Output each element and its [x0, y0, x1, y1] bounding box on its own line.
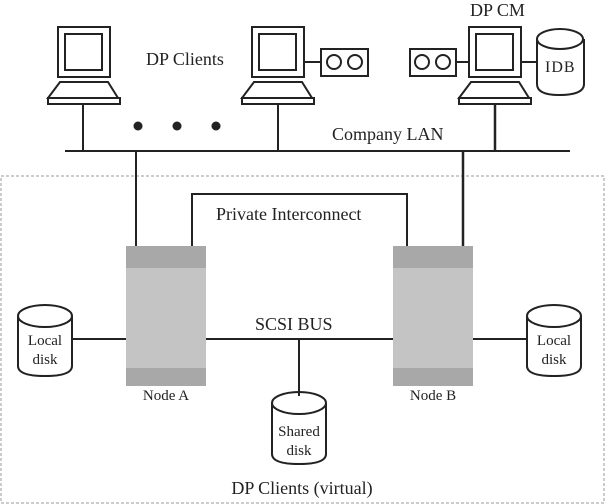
- node-a-label: Node A: [143, 388, 189, 404]
- local-disk-a-line1: Local: [28, 333, 62, 349]
- node-a: Node A: [126, 246, 206, 404]
- local-disk-b-line1: Local: [537, 333, 571, 349]
- computer-icon: [242, 27, 314, 104]
- ellipsis-dots-icon: [134, 122, 221, 131]
- dp-cm-label: DP CM: [470, 0, 525, 20]
- local-disk-b-line2: disk: [541, 352, 567, 368]
- server-node-icon: [126, 246, 206, 386]
- server-node-icon: [393, 246, 473, 386]
- dp-clients-label: DP Clients: [146, 49, 224, 69]
- tape-drive-icon: [321, 49, 368, 76]
- local-disk-a-line2: disk: [32, 352, 58, 368]
- shared-disk-line1: Shared: [278, 424, 320, 440]
- scsi-bus-label: SCSI BUS: [255, 314, 333, 334]
- computer-icon: [459, 27, 531, 104]
- private-interconnect-label: Private Interconnect: [216, 204, 361, 224]
- node-b-label: Node B: [410, 388, 456, 404]
- computer-icon: [48, 27, 120, 104]
- tape-drive-icon: [410, 49, 456, 76]
- virtual-clients-label: DP Clients (virtual): [231, 478, 372, 499]
- local-disk-a: Local disk: [18, 305, 72, 376]
- node-b: Node B: [393, 246, 473, 404]
- idb-label: IDB: [545, 59, 576, 76]
- shared-disk: Shared disk: [272, 392, 326, 464]
- client-computer-1: [48, 27, 120, 151]
- shared-disk-line2: disk: [286, 443, 312, 459]
- local-disk-b: Local disk: [527, 305, 581, 376]
- company-lan-label: Company LAN: [332, 124, 444, 144]
